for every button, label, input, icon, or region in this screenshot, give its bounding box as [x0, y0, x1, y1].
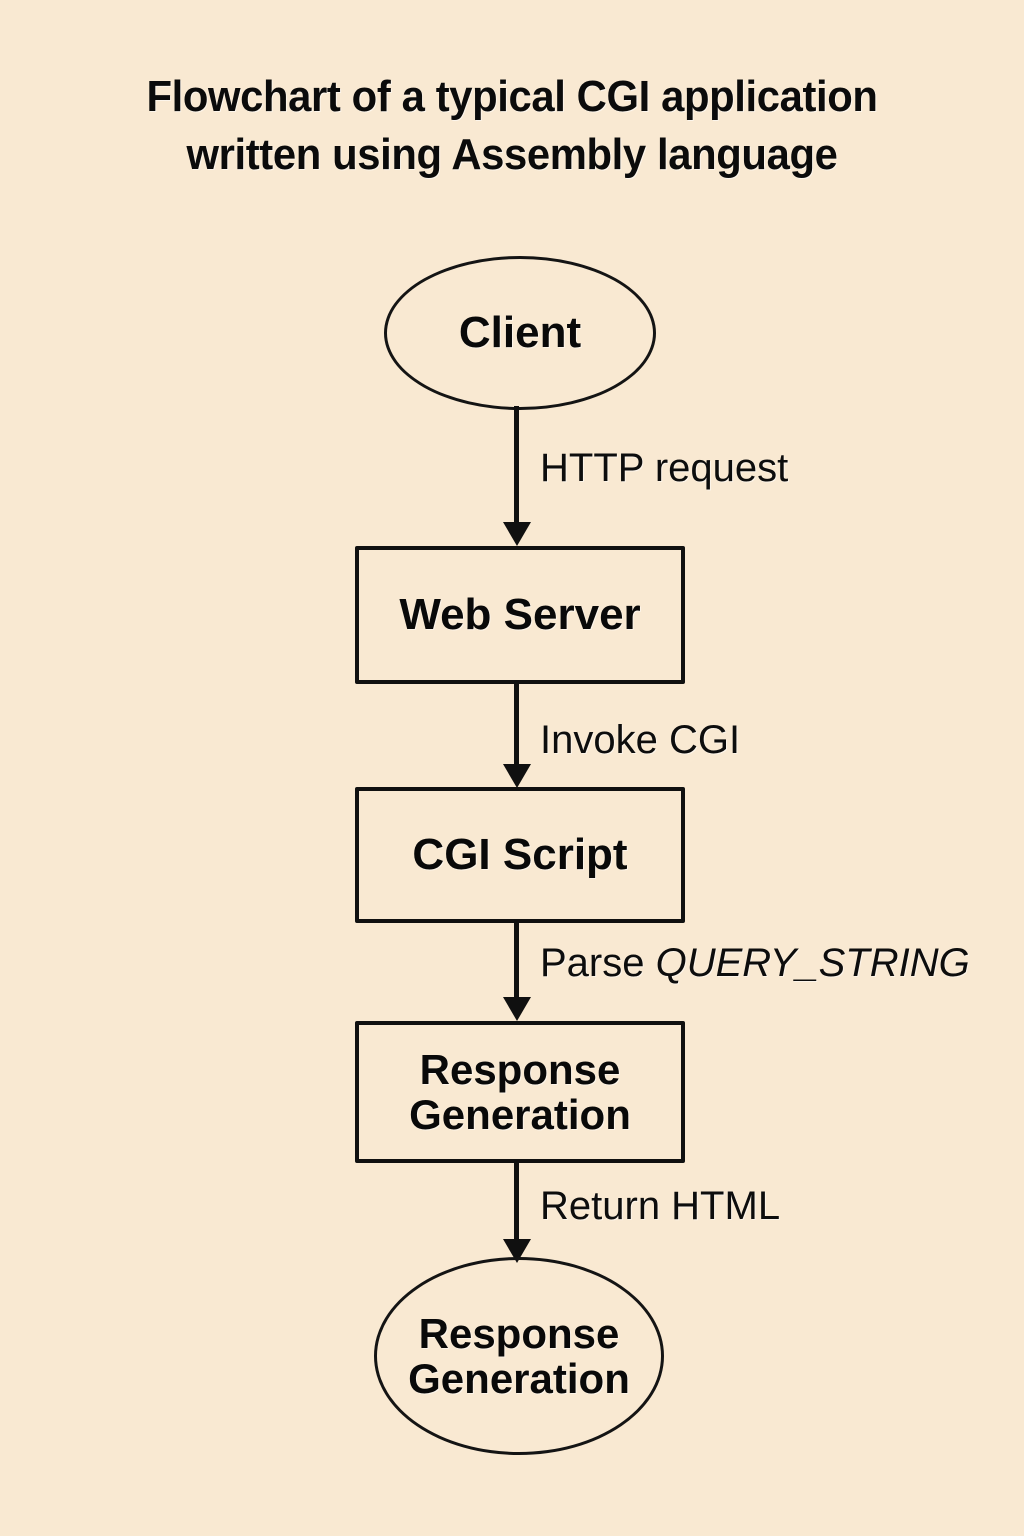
edge-label-return-html: Return HTML [540, 1184, 781, 1228]
arrowhead-cgi-script-to-response-generation [503, 997, 531, 1021]
connector-cgi-script-to-response-generation [514, 921, 519, 1011]
diagram-title-line-2: written using Assembly language [186, 130, 838, 180]
node-cgi-script-label: CGI Script [412, 830, 628, 880]
arrowhead-client-to-web-server [503, 522, 531, 546]
node-response-output[interactable]: Response Generation [374, 1257, 664, 1455]
connector-client-to-web-server [514, 406, 519, 528]
node-response-generation-label: Response Generation [409, 1045, 631, 1138]
connector-response-generation-to-response-output [514, 1161, 519, 1253]
diagram-title: Flowchart of a typical CGI application w… [26, 68, 999, 184]
edge-label-invoke-cgi: Invoke CGI [540, 718, 741, 762]
node-client-label: Client [458, 308, 582, 358]
edge-label-parse-prefix: Parse [540, 941, 656, 985]
diagram-title-line-1: Flowchart of a typical CGI application [146, 72, 878, 121]
node-web-server[interactable]: Web Server [355, 546, 685, 684]
node-response-generation[interactable]: Response Generation [355, 1021, 685, 1163]
node-client[interactable]: Client [384, 256, 656, 410]
node-web-server-label: Web Server [399, 590, 641, 640]
node-cgi-script[interactable]: CGI Script [355, 787, 685, 923]
connector-web-server-to-cgi-script [514, 682, 519, 778]
node-response-output-label: Response Generation [408, 1309, 630, 1402]
edge-label-http-request: HTTP request [540, 446, 789, 490]
edge-label-query-string: QUERY_STRING [655, 941, 970, 985]
arrowhead-web-server-to-cgi-script [503, 764, 531, 788]
edge-label-parse-query-string: Parse QUERY_STRING [540, 941, 970, 986]
